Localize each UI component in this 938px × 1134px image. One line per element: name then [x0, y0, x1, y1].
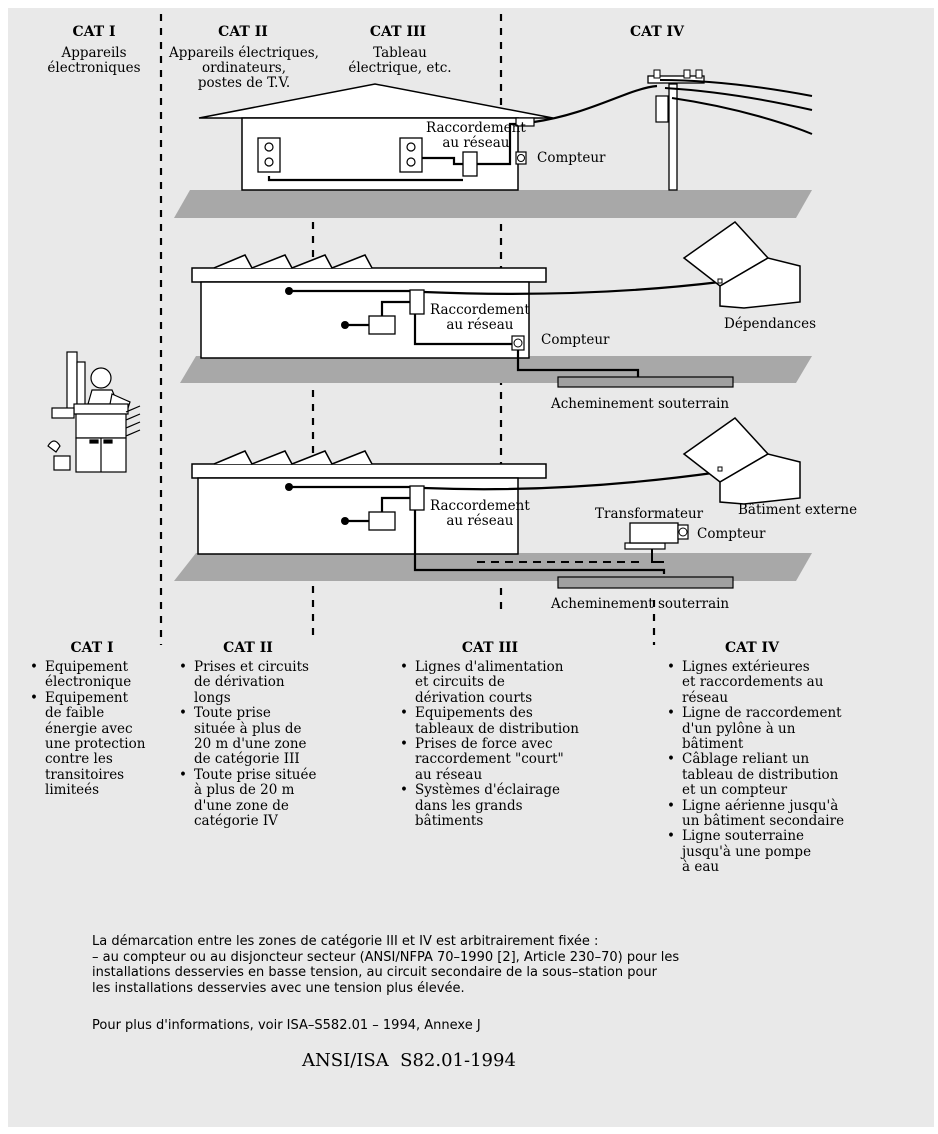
label-acheminement-2: Acheminement souterrain — [551, 596, 730, 612]
footnote-line: La démarcation entre les zones de catégo… — [92, 934, 599, 949]
label-dependances: Dépendances — [724, 316, 817, 332]
ground-slab-1 — [174, 190, 812, 218]
demarcation-footnote: La démarcation entre les zones de catégo… — [92, 934, 892, 996]
list-item: Ligne souterraine jusqu'à une pompe à ea… — [666, 829, 916, 875]
bottom-list-cat1: Equipement électronique Equipement de fa… — [29, 659, 164, 799]
outbuilding-dependances — [682, 221, 801, 309]
list-item: Prises et circuits de dérivation longs — [178, 659, 338, 706]
distribution-panel-icon — [409, 289, 425, 315]
bottom-list-cat3: Lignes d'alimentation et circuits de dér… — [399, 659, 619, 829]
meter-icon — [515, 151, 527, 165]
label-raccordement-3: Raccordement au réseau — [430, 499, 530, 529]
list-item: Ligne aérienne jusqu'à un bâtiment secon… — [666, 798, 916, 830]
bottom-list-cat2: Prises et circuits de dérivation longs T… — [178, 659, 338, 830]
top-desc-cat2-line: Appareils électriques, — [169, 45, 319, 61]
label-compteur-2: Compteur — [541, 332, 610, 348]
label-raccordement-2: Raccordement au réseau — [430, 303, 530, 333]
footnote-line: les installations desservies avec une te… — [92, 980, 465, 996]
top-heading-cat4: CAT IV — [630, 24, 684, 40]
label-batiment-externe: Bâtiment externe — [738, 502, 858, 518]
label-acheminement-1: Acheminement souterrain — [551, 396, 730, 412]
photocopier-operator-illustration — [47, 351, 141, 473]
top-desc-cat3-line: électrique, etc. — [348, 60, 452, 76]
label-compteur-1: Compteur — [537, 150, 606, 166]
pole-transformer-icon — [655, 95, 669, 123]
list-item: Toute prise située à plus de 20 m d'une … — [178, 706, 338, 768]
top-desc-cat1: Appareils électroniques — [20, 46, 168, 76]
top-desc-cat1-line: électroniques — [47, 60, 141, 76]
standard-id: ANSI/ISA S82.01-1994 — [302, 1050, 516, 1071]
list-item: Toute prise située à plus de 20 m d'une … — [178, 767, 338, 830]
label-raccordement-1: Raccordement au réseau — [426, 121, 526, 151]
distribution-panel-icon — [409, 485, 425, 511]
list-item: Câblage reliant un tableau de distributi… — [666, 752, 916, 798]
ground-slab-2 — [180, 356, 812, 383]
footnote-line: – au compteur ou au disjoncteur secteur … — [92, 949, 680, 965]
list-item: Equipement de faible énergie avec une pr… — [29, 690, 164, 799]
wall-outlet-icon — [399, 137, 423, 173]
footnote-line: installations desservies en basse tensio… — [92, 965, 657, 980]
factory-building-1 — [191, 254, 734, 388]
bottom-heading-cat4: CAT IV — [725, 640, 779, 656]
meter-icon — [677, 524, 689, 540]
label-line: Raccordement — [426, 120, 526, 136]
list-item: Lignes extérieures et raccordements au r… — [666, 659, 916, 706]
bottom-heading-cat3: CAT III — [461, 640, 519, 656]
top-heading-cat1: CAT I — [72, 24, 116, 40]
label-line: au réseau — [442, 135, 510, 151]
house-building — [198, 83, 554, 191]
transformer-icon — [629, 522, 679, 544]
label-line: au réseau — [446, 317, 514, 333]
top-heading-cat3: CAT III — [369, 24, 427, 40]
top-desc-cat1-line: Appareils — [61, 45, 127, 61]
top-desc-cat3: Tableau électrique, etc. — [340, 46, 460, 76]
list-item: Lignes d'alimentation et circuits de dér… — [399, 659, 619, 706]
list-item: Systèmes d'éclairage dans les grands bât… — [399, 783, 619, 829]
bottom-heading-cat1: CAT I — [70, 640, 114, 656]
top-desc-cat2: Appareils électriques, ordinateurs, post… — [164, 46, 324, 91]
label-compteur-3: Compteur — [697, 526, 766, 542]
label-transformateur: Transformateur — [595, 506, 704, 522]
label-line: Raccordement — [430, 302, 530, 318]
top-heading-cat2: CAT II — [218, 24, 268, 40]
label-line: Raccordement — [430, 498, 530, 514]
list-item: Prises de force avec raccordement "court… — [399, 736, 619, 783]
top-desc-cat2-line: postes de T.V. — [197, 75, 291, 91]
reference-note: Pour plus d'informations, voir ISA–S582.… — [92, 1018, 481, 1033]
list-item: Ligne de raccordement d'un pylône à un b… — [666, 705, 916, 752]
outbuilding-batiment-externe — [682, 417, 801, 505]
top-desc-cat2-line: ordinateurs, — [201, 60, 287, 76]
list-item: Equipements des tableaux de distribution — [399, 706, 619, 737]
utility-pole — [533, 69, 813, 191]
list-item: Equipement électronique — [29, 659, 164, 691]
bottom-heading-cat2: CAT II — [223, 640, 273, 656]
wall-outlet-icon — [257, 137, 281, 173]
distribution-panel-icon — [462, 151, 478, 177]
label-line: au réseau — [446, 513, 514, 529]
top-desc-cat3-line: Tableau — [373, 45, 427, 61]
factory-building-2 — [191, 450, 734, 589]
bottom-list-cat4: Lignes extérieures et raccordements au r… — [666, 659, 916, 876]
